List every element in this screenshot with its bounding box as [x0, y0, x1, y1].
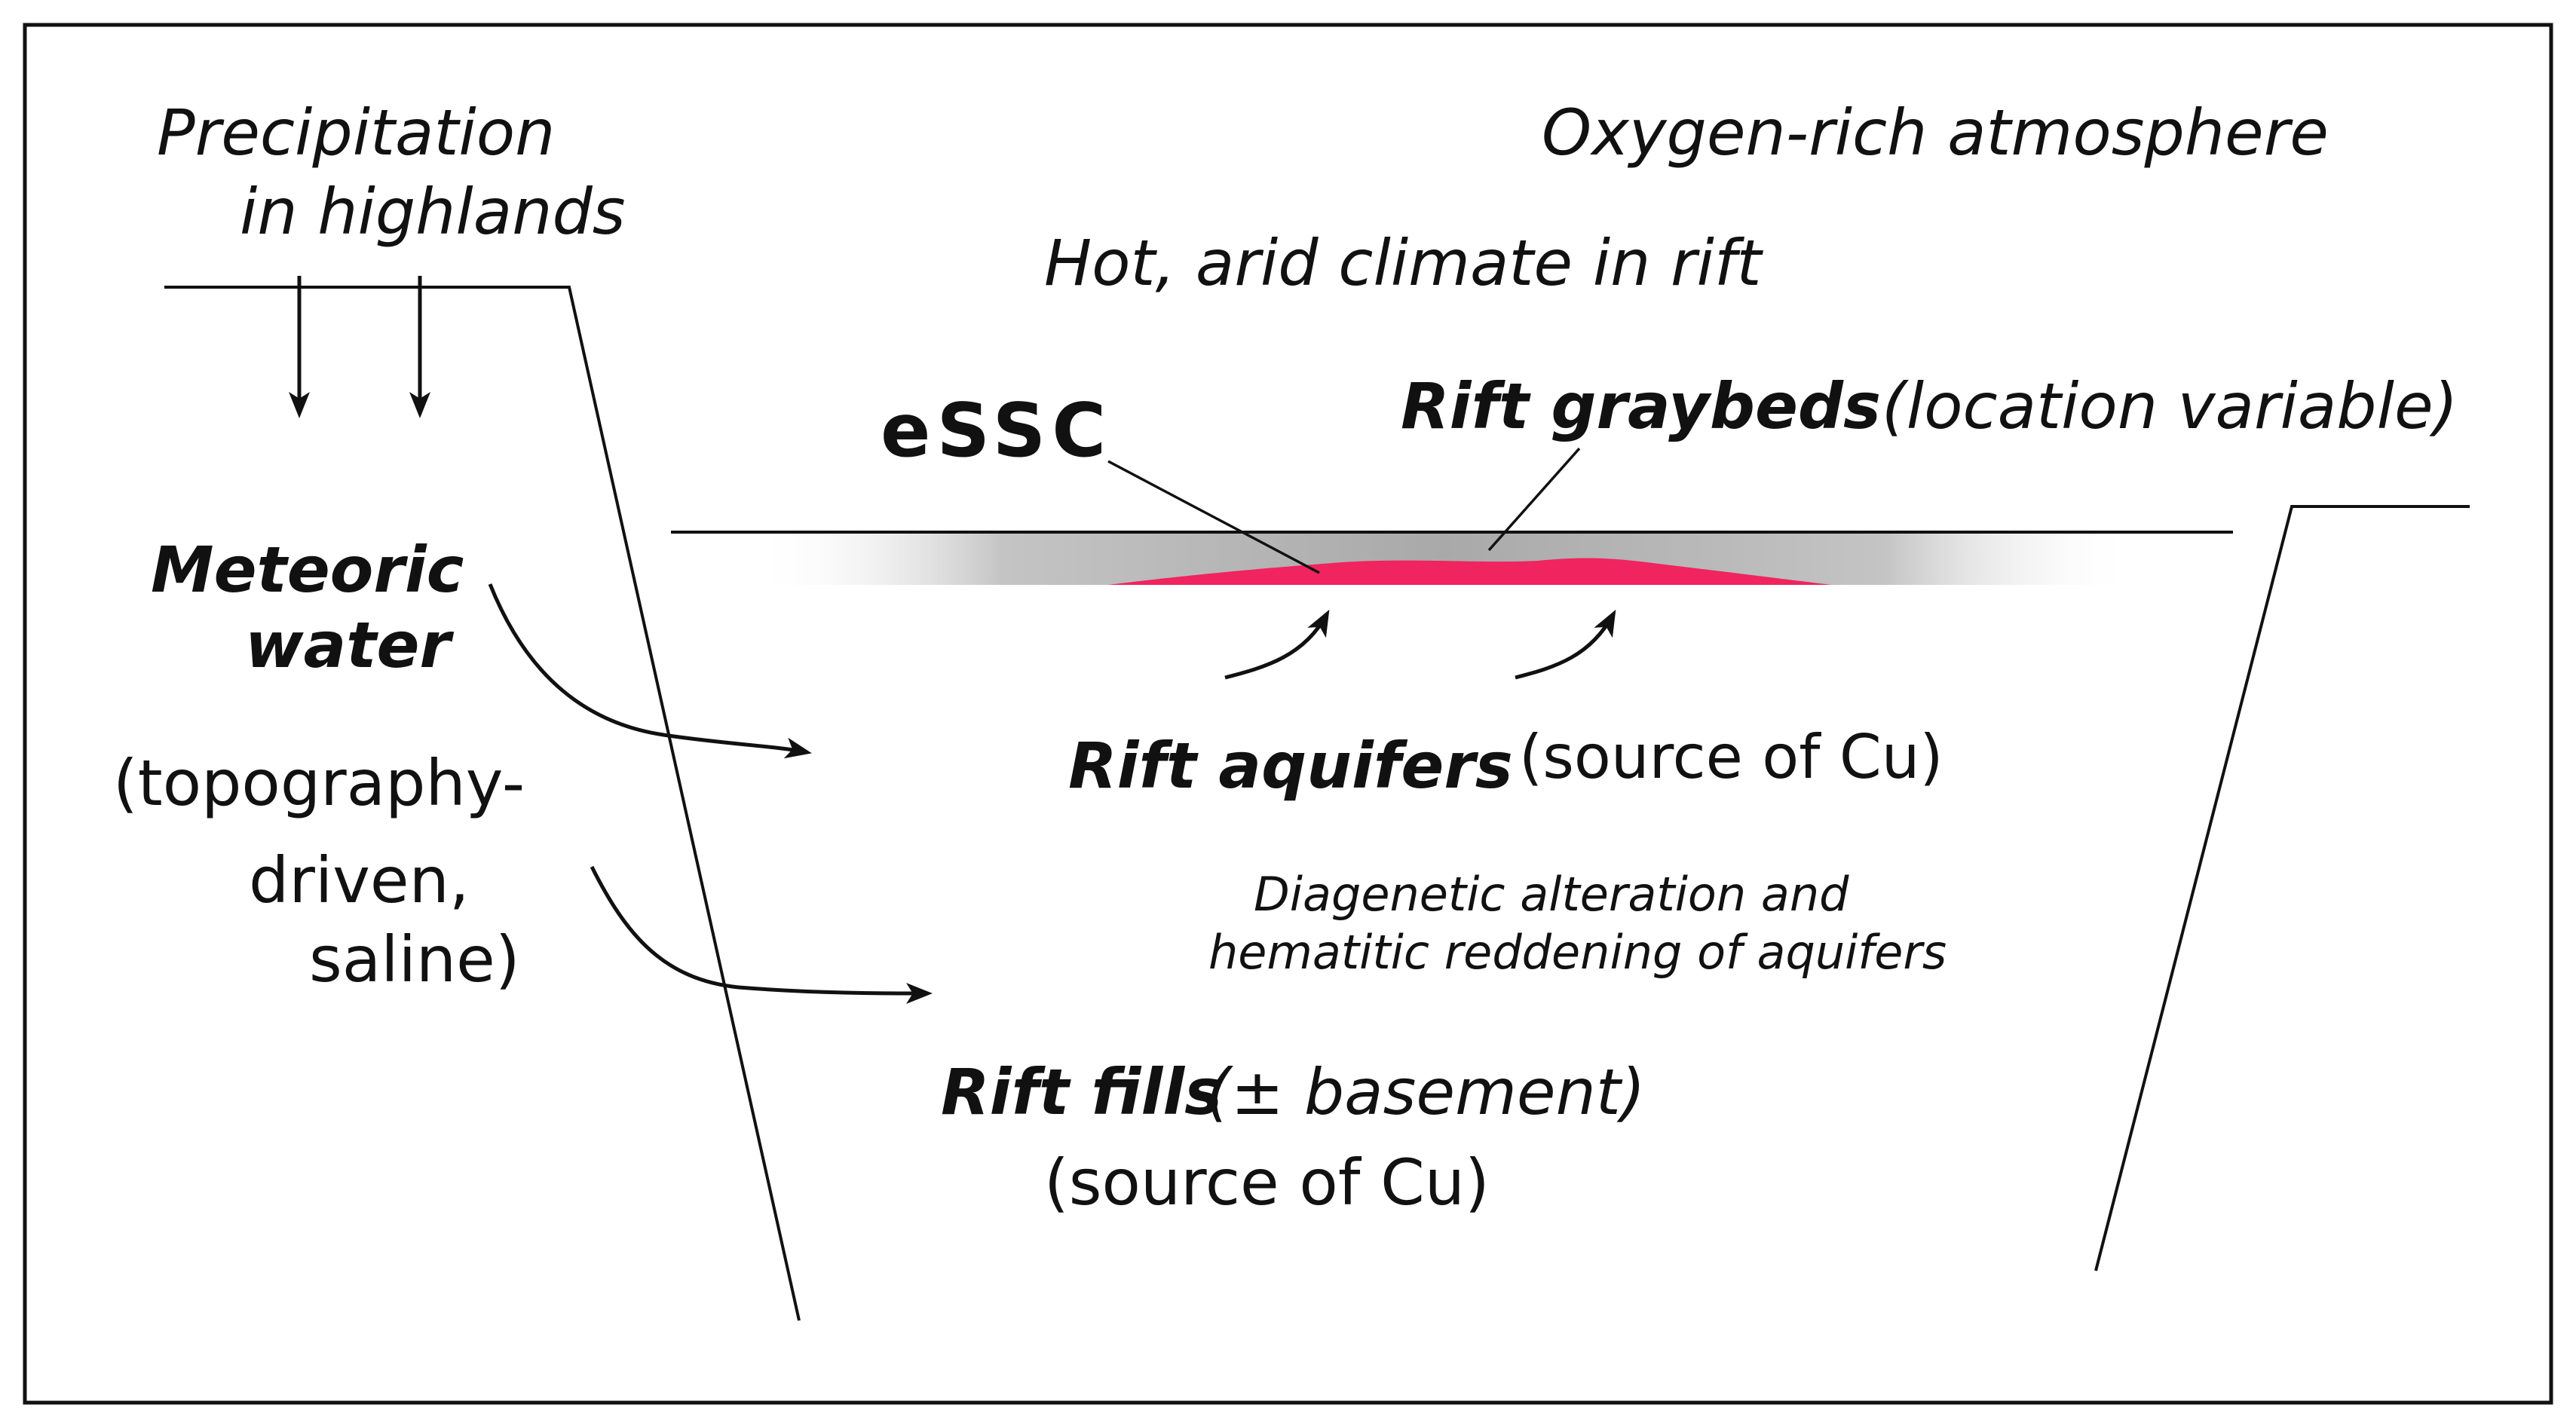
- meteoric-note-3: saline): [309, 923, 520, 996]
- meteoric-flow-arrow: [488, 583, 812, 759]
- graybeds-label: Rift graybeds: [1401, 369, 1881, 443]
- meteoric-note-2: driven,: [249, 843, 470, 917]
- diagenetic-label-2: hematitic reddening of aquifers: [1208, 925, 1947, 980]
- diagenetic-label: Diagenetic alteration and: [1254, 867, 1849, 922]
- essc-label: eSSC: [881, 388, 1112, 474]
- rift-fills-source: (source of Cu): [1044, 1146, 1490, 1219]
- aquifers-label: Rift aquifers: [1068, 729, 1513, 803]
- essc-leader-line: [1107, 460, 1320, 574]
- aquifer-upflow-arrow: [1515, 609, 1616, 680]
- rift-fills-label: Rift fills: [941, 1055, 1222, 1129]
- meteoric-water-label-2: water: [245, 608, 454, 682]
- meteoric-flow-arrow: [590, 865, 933, 1004]
- essc-layer: [1108, 558, 1832, 585]
- right-highland-surface: [2094, 505, 2470, 1271]
- aquifers-note: (source of Cu): [1519, 722, 1943, 792]
- figure-frame: [23, 23, 2553, 1405]
- meteoric-note-1: (topography-: [113, 746, 525, 820]
- graybeds-note: (location variable): [1882, 369, 2458, 443]
- precipitation-label-2: in highlands: [240, 175, 626, 249]
- climate-label: Hot, arid climate in rift: [1044, 226, 1763, 300]
- graybeds-leader-line: [1487, 447, 1581, 552]
- rift-fills-note: (± basement): [1206, 1055, 1646, 1129]
- atmosphere-label: Oxygen-rich atmosphere: [1542, 96, 2329, 170]
- meteoric-water-label: Meteoric: [151, 533, 464, 607]
- aquifer-upflow-arrow: [1224, 609, 1330, 680]
- precipitation-label: Precipitation: [157, 96, 555, 170]
